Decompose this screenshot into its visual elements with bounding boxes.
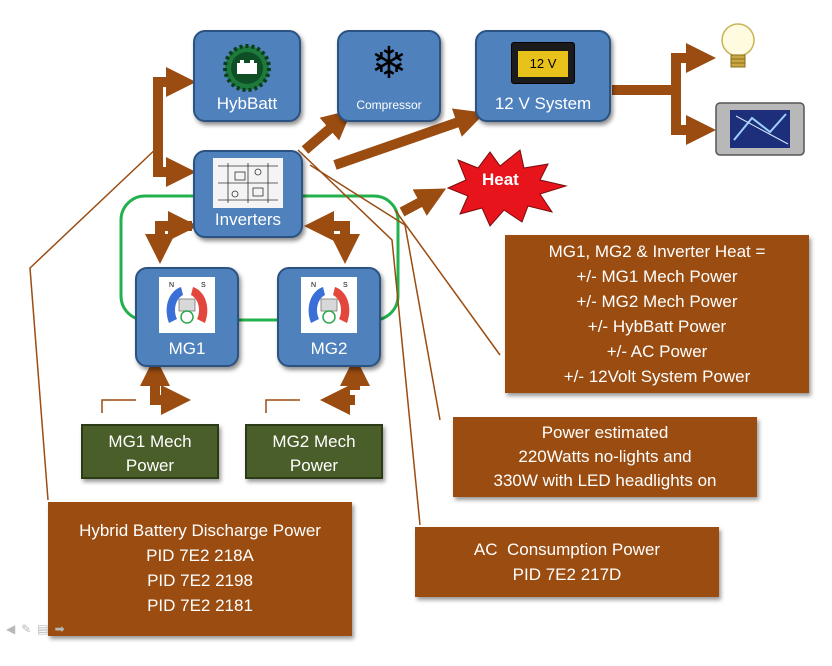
mg1-block: N S MG1: [135, 267, 239, 367]
heat-note-line-5: +/- AC Power: [606, 342, 708, 361]
snowflake-icon: ❄: [370, 39, 408, 88]
leader-mg2-mech: [265, 399, 300, 413]
mg2-mech-line-2: Power: [289, 456, 339, 475]
leader-mg1-mech: [101, 399, 136, 413]
power-note-line-3: 330W with LED headlights on: [493, 471, 717, 490]
arrow-to-heat: [399, 188, 447, 217]
heat-note-line-2: +/- MG1 Mech Power: [576, 267, 738, 286]
mg1-mech-line-1: MG1 Mech: [108, 432, 192, 451]
svg-text:N: N: [311, 282, 316, 289]
pen-icon[interactable]: ✎: [21, 622, 38, 636]
system-12v-block: 12 V 12 V System: [475, 30, 611, 122]
arrow-to-inverters: [153, 145, 197, 187]
heat-note-line-4: +/- HybBatt Power: [587, 317, 727, 336]
leader-ac: [297, 149, 421, 526]
compressor-block: ❄ Compressor: [337, 30, 441, 122]
arrow-to-screen: [671, 90, 717, 145]
arrow-mg1-inv: [155, 211, 199, 244]
mg2-block: N S MG2: [277, 267, 381, 367]
mg2-mech-line-1: MG2 Mech: [272, 432, 356, 451]
arrow-to-hybbatt: [153, 67, 197, 145]
svg-text:S: S: [201, 282, 206, 289]
leader-battery: [29, 144, 161, 501]
compressor-label: Compressor: [356, 98, 422, 112]
arrow-to-light: [671, 43, 717, 90]
power-note-line-2: 220Watts no-lights and: [518, 447, 692, 466]
circuit-icon: [213, 158, 283, 208]
hybbatt-label: HybBatt: [216, 94, 278, 113]
battery-face-label: 12 V: [518, 51, 568, 77]
arrow-mg2-inv: [303, 211, 350, 244]
heat-equation-note: MG1, MG2 & Inverter Heat = +/- MG1 Mech …: [505, 235, 809, 393]
mg1-mech-line-2: Power: [125, 456, 175, 475]
slide-navigation[interactable]: ◀✎▤➡: [6, 622, 71, 636]
svg-text:S: S: [343, 282, 348, 289]
battery-note-line-1: Hybrid Battery Discharge Power: [79, 521, 321, 540]
motor-icon: N S: [159, 277, 215, 333]
power-estimate-note: Power estimated 220Watts no-lights and 3…: [453, 417, 757, 497]
leader-heat: [394, 209, 501, 356]
system-12v-label: 12 V System: [494, 94, 592, 113]
next-slide-icon[interactable]: ➡: [54, 622, 71, 636]
ac-note-line-1: AC Consumption Power: [473, 540, 661, 559]
power-note-line-1: Power estimated: [541, 423, 669, 442]
motor-icon: N S: [301, 277, 357, 333]
arrow-to-compressor: [301, 109, 353, 154]
heat-burst: [446, 149, 568, 227]
mg2-label: MG2: [310, 339, 348, 358]
mg1-mech-power-box: MG1 Mech Power: [81, 424, 219, 479]
inverters-block: Inverters: [193, 150, 303, 238]
prev-slide-icon[interactable]: ◀: [6, 622, 22, 636]
battery-note-line-2: PID 7E2 218A: [146, 546, 254, 565]
svg-text:N: N: [169, 282, 174, 289]
menu-icon[interactable]: ▤: [37, 622, 55, 636]
light-bulb-icon: [721, 23, 755, 68]
navigation-screen-icon: [715, 102, 805, 156]
arrow-mg1-mech: [150, 382, 192, 415]
inverters-label: Inverters: [214, 210, 282, 229]
heat-note-line-6: +/- 12Volt System Power: [563, 367, 751, 386]
mg2-mech-power-box: MG2 Mech Power: [245, 424, 383, 479]
car-battery-icon: 12 V: [511, 42, 575, 84]
heat-note-line-1: MG1, MG2 & Inverter Heat =: [548, 242, 766, 261]
heat-label: Heat: [482, 170, 519, 189]
battery-note-line-3: PID 7E2 2198: [147, 571, 253, 590]
battery-gear-icon: [223, 44, 271, 92]
ac-consumption-note: AC Consumption Power PID 7E2 217D: [415, 527, 719, 597]
heat-note-line-3: +/- MG2 Mech Power: [576, 292, 738, 311]
ac-note-line-2: PID 7E2 217D: [512, 565, 622, 584]
battery-note-line-4: PID 7E2 2181: [147, 596, 253, 615]
arrow-to-12v: [333, 108, 486, 170]
mg1-label: MG1: [168, 339, 206, 358]
hybrid-battery-note: Hybrid Battery Discharge Power PID 7E2 2…: [48, 502, 352, 636]
hybbatt-block: HybBatt: [193, 30, 301, 122]
